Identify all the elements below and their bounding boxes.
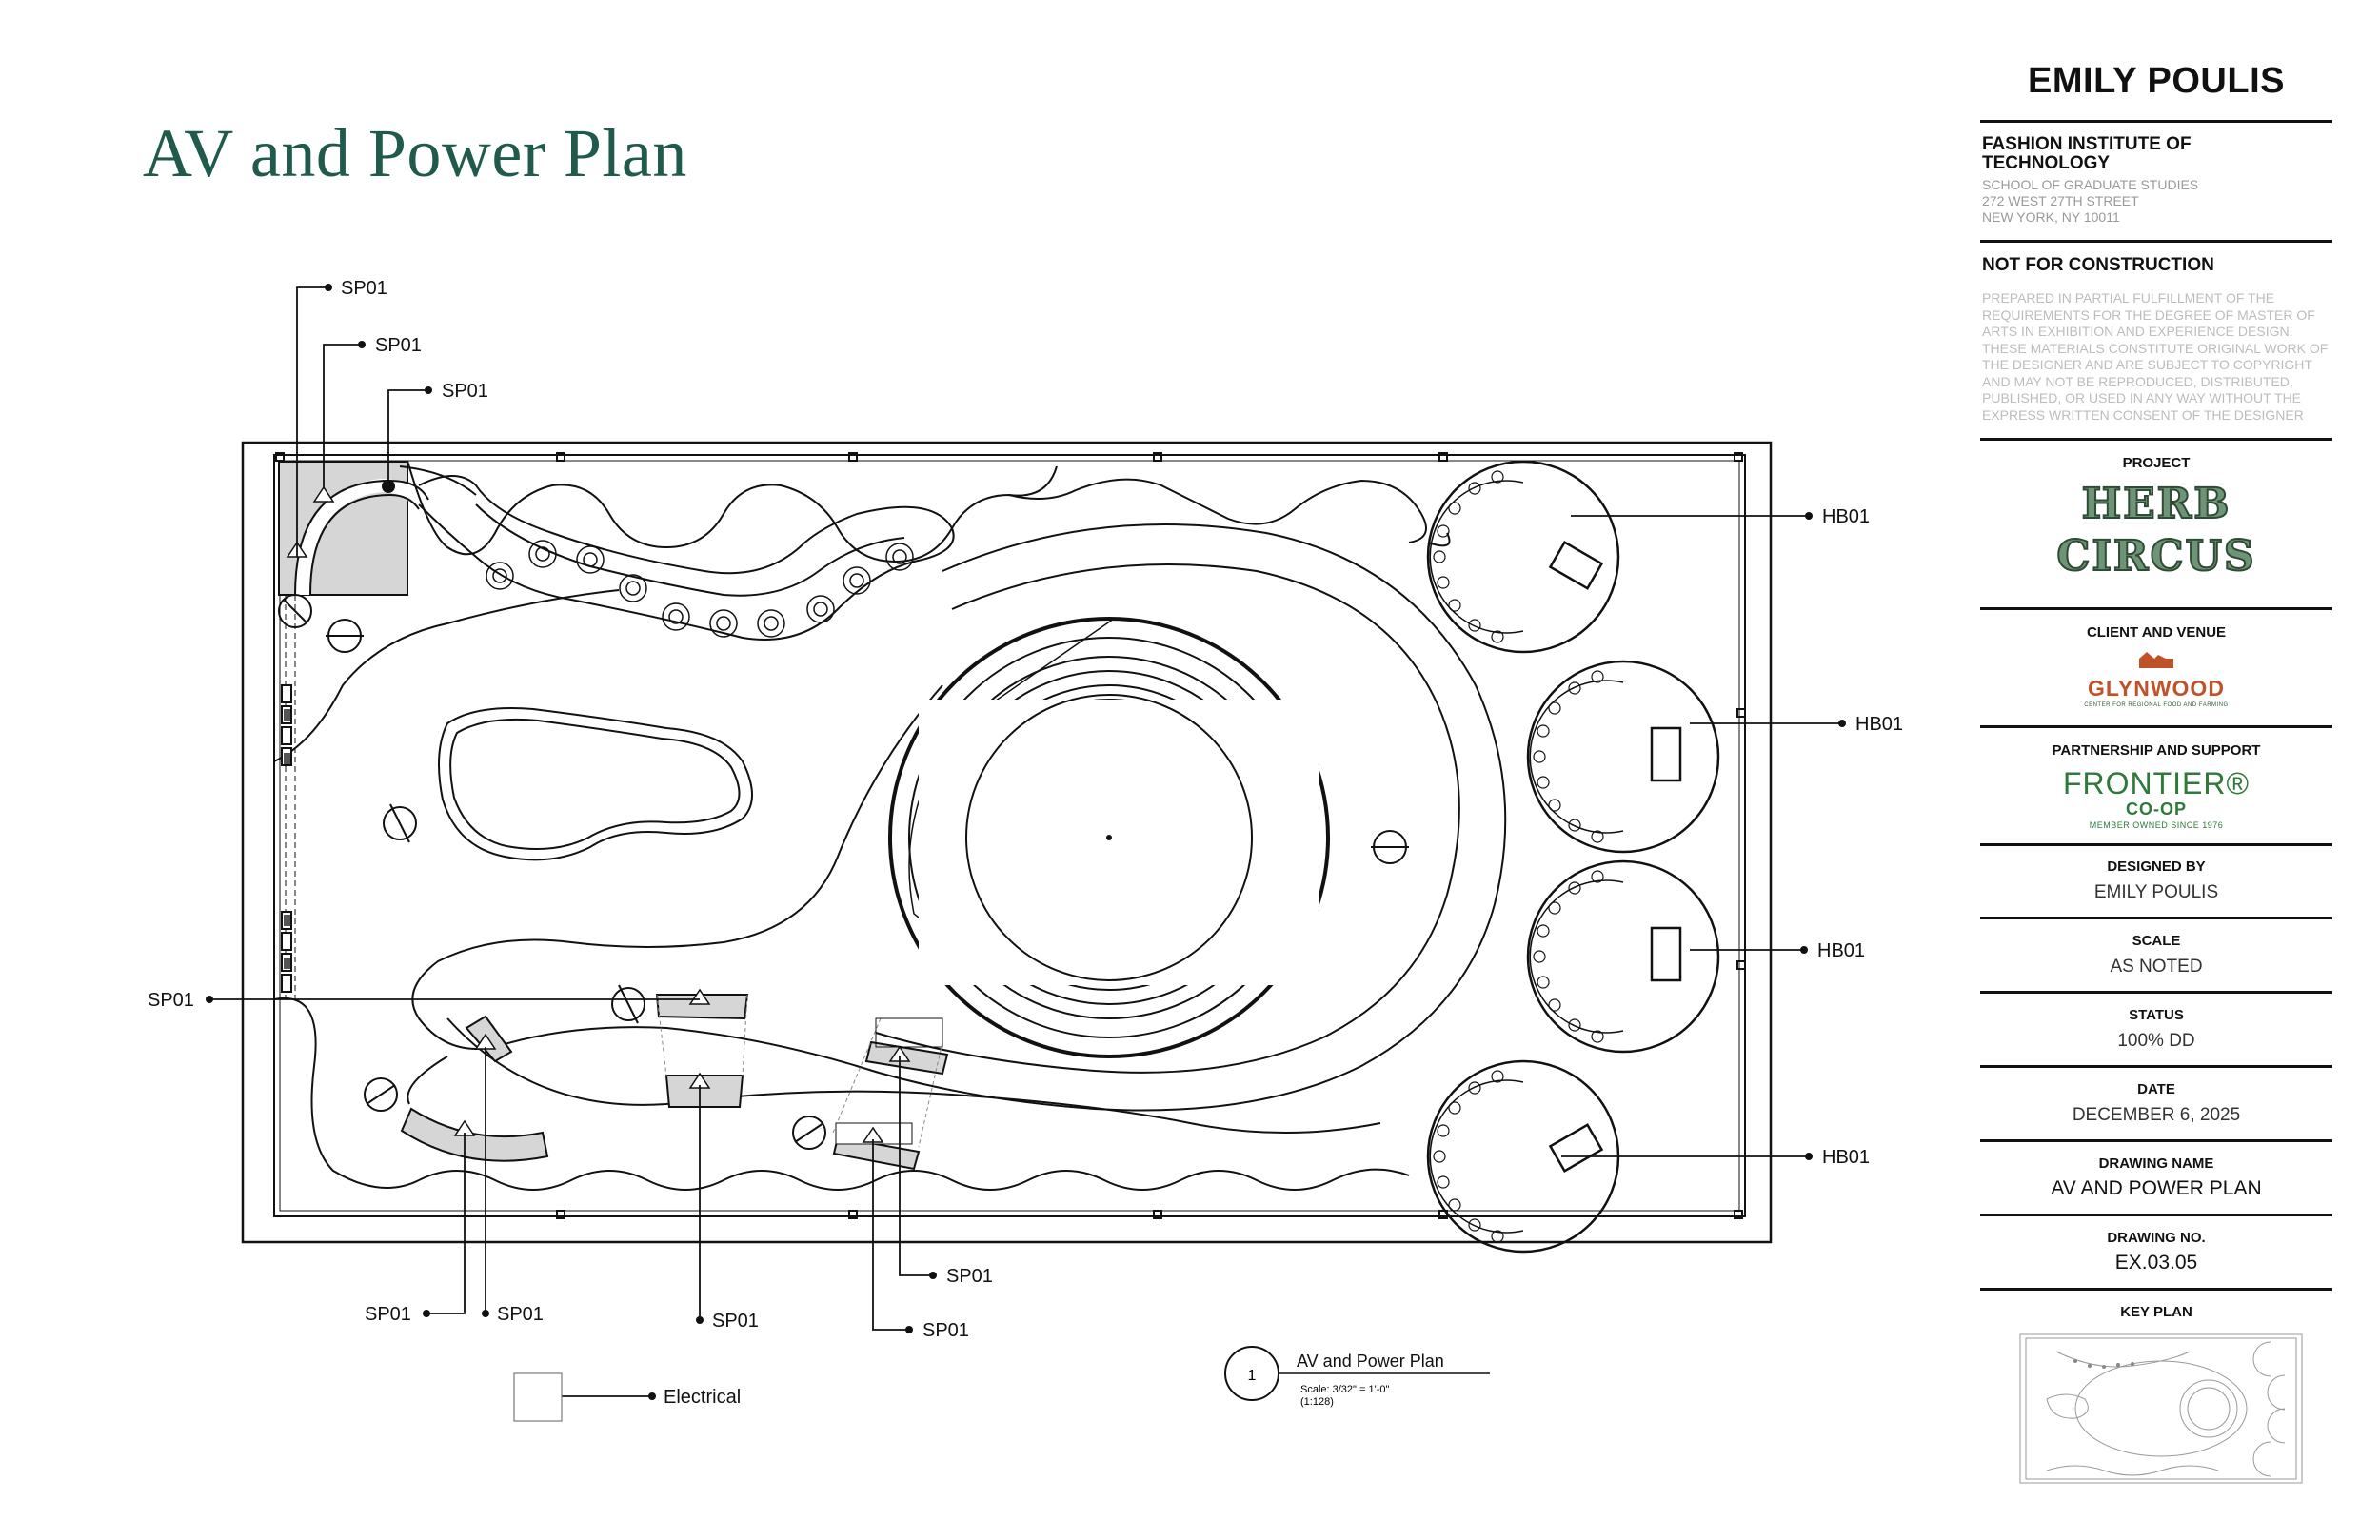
divider	[1980, 607, 2332, 610]
client-label: CLIENT AND VENUE	[2086, 624, 2227, 641]
scale-value: AS NOTED	[2110, 957, 2203, 977]
drawing-tag-number: 1	[1248, 1368, 1257, 1384]
key-plan-thumbnail	[2019, 1333, 2303, 1484]
herb-booths	[1426, 460, 1720, 1254]
callout-sp01: SP01	[148, 990, 194, 1011]
callout-sp01: SP01	[375, 335, 422, 356]
legend-electrical-swatch	[513, 1372, 563, 1422]
floor-outlets	[278, 594, 1409, 1150]
designed-by-value: EMILY POULIS	[2093, 882, 2219, 902]
central-stage	[888, 617, 1330, 1058]
drawing-no-label: DRAWING NO.	[2107, 1230, 2206, 1246]
planting-shrubs	[486, 540, 914, 638]
main-oval-path	[411, 523, 1507, 1112]
glynwood-tagline: CENTER FOR REGIONAL FOOD AND FARMING	[2084, 702, 2229, 708]
callout-hb01: HB01	[1822, 1147, 1870, 1168]
wavy-wall-bottom	[418, 1168, 1410, 1191]
designed-by-label: DESIGNED BY	[2107, 859, 2206, 875]
barn-icon	[2139, 652, 2173, 668]
herb-circus-logo: HERB	[2081, 480, 2231, 529]
partner-label: PARTNERSHIP AND SUPPORT	[2052, 742, 2261, 759]
herb-circus-logo: CIRCUS	[2055, 532, 2256, 582]
callout-sp01: SP01	[712, 1311, 759, 1332]
callout-sp01: SP01	[922, 1320, 969, 1341]
project-label: PROJECT	[2122, 455, 2191, 471]
divider	[1980, 725, 2332, 728]
divider	[1980, 438, 2332, 441]
drawing-tag-ratio: (1:128)	[1300, 1396, 1334, 1408]
key-plan-label: KEY PLAN	[2120, 1304, 2192, 1320]
leader-lines	[209, 286, 1842, 1397]
designer-header: EMILY POULIS	[2028, 61, 2285, 101]
status-label: STATUS	[2129, 1007, 2184, 1023]
floor-plan-drawing: SP01 SP01 SP01 SP01 SP01 SP01 SP01 SP01 …	[148, 278, 1903, 1422]
institution-name: FASHION INSTITUTE OF TECHNOLOGY	[1982, 134, 2192, 173]
drawing-tag-title: AV and Power Plan	[1297, 1352, 1444, 1371]
wavy-wall-top	[407, 460, 1058, 563]
school-name: SCHOOL OF GRADUATE STUDIES	[1982, 177, 2199, 192]
not-for-construction: NOT FOR CONSTRUCTION	[1982, 255, 2214, 275]
date-label: DATE	[2137, 1081, 2175, 1097]
callout-hb01: HB01	[1822, 506, 1870, 527]
title-block: EMILY POULIS FASHION INSTITUTE OF TECHNO…	[1980, 0, 2332, 1540]
speaker-symbols	[286, 485, 911, 1143]
divider	[1980, 991, 2332, 994]
divider	[1980, 1139, 2332, 1142]
city-address: NEW YORK, NY 10011	[1982, 209, 2120, 225]
building-outline	[241, 441, 1773, 1244]
copyright-statement: PREPARED IN PARTIAL FULFILLMENT OF THE R…	[1982, 290, 2329, 423]
callout-sp01: SP01	[946, 1266, 993, 1287]
divider	[1980, 120, 2332, 123]
callout-sp01: SP01	[365, 1304, 411, 1325]
drawing-name-label: DRAWING NAME	[2098, 1155, 2214, 1172]
kidney-pool	[438, 707, 753, 861]
divider	[1980, 1214, 2332, 1216]
callout-hb01: HB01	[1817, 940, 1865, 961]
divider	[1980, 843, 2332, 846]
frontier-coop-logo: CO-OP	[2125, 800, 2187, 819]
drawing-name-value: AV AND POWER PLAN	[2051, 1177, 2262, 1199]
divider	[1980, 1288, 2332, 1291]
frontier-tagline: MEMBER OWNED SINCE 1976	[2089, 820, 2224, 830]
legend-electrical-label: Electrical	[664, 1387, 741, 1408]
glynwood-logo: GLYNWOOD	[2088, 676, 2225, 701]
sheet-title: AV and Power Plan	[143, 115, 687, 191]
date-value: DECEMBER 6, 2025	[2072, 1105, 2241, 1125]
status-value: 100% DD	[2117, 1031, 2195, 1051]
callout-sp01: SP01	[497, 1304, 544, 1325]
divider	[1980, 240, 2332, 243]
drawing-no-value: EX.03.05	[2114, 1252, 2198, 1273]
divider	[1980, 1065, 2332, 1068]
divider	[1980, 917, 2332, 919]
callout-hb01: HB01	[1855, 714, 1903, 735]
scale-label: SCALE	[2132, 933, 2181, 949]
drawing-tag-scale: Scale: 3/32" = 1'-0"	[1300, 1384, 1389, 1395]
interior-wall	[273, 454, 1746, 1217]
street-address: 272 WEST 27TH STREET	[1982, 193, 2139, 208]
frontier-logo: FRONTIER®	[2062, 766, 2251, 800]
callout-sp01: SP01	[341, 278, 387, 299]
speaker-wedges	[400, 994, 949, 1171]
callout-sp01: SP01	[442, 381, 488, 402]
